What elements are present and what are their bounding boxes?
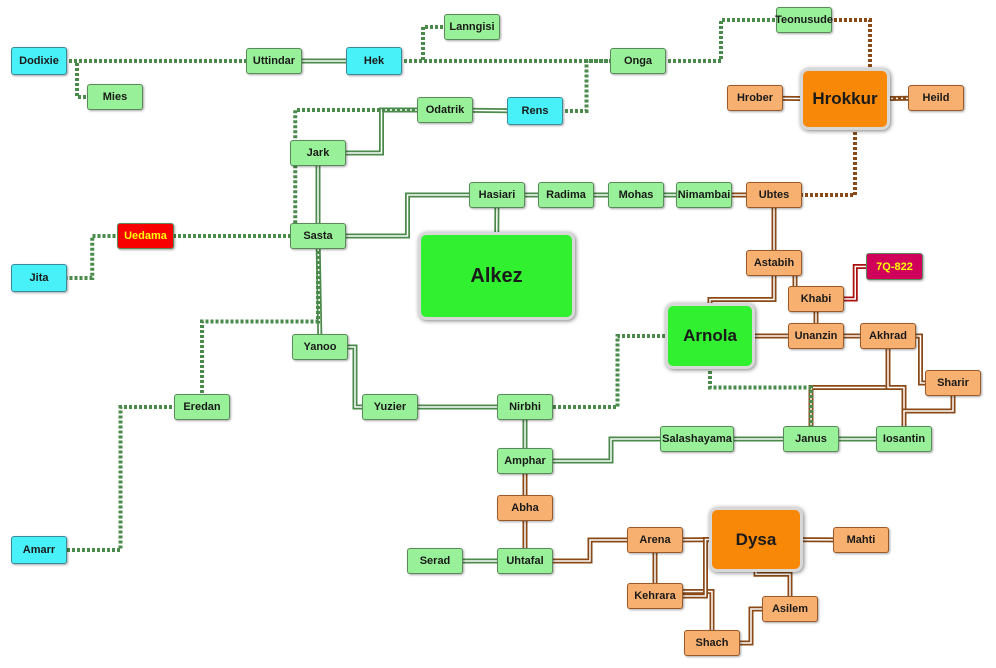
- system-lanngisi[interactable]: Lanngisi: [444, 14, 500, 40]
- system-uhtafal[interactable]: Uhtafal: [497, 548, 553, 574]
- system-sasta[interactable]: Sasta: [290, 223, 346, 249]
- system-yanoo[interactable]: Yanoo: [292, 334, 348, 360]
- system-mohas[interactable]: Mohas: [608, 182, 664, 208]
- system-akhrad[interactable]: Akhrad: [860, 323, 916, 349]
- link-core-akhrad-janus: [810, 336, 889, 439]
- system-arnola[interactable]: Arnola: [665, 303, 755, 369]
- system-eredan[interactable]: Eredan: [174, 394, 230, 420]
- system-astabih[interactable]: Astabih: [746, 250, 802, 276]
- system-dodixie[interactable]: Dodixie: [11, 47, 67, 75]
- system-teonusude[interactable]: Teonusude: [775, 7, 833, 33]
- link-sasta-eredan: [200, 236, 320, 407]
- system-asilem[interactable]: Asilem: [762, 596, 818, 622]
- system-hek[interactable]: Hek: [346, 47, 402, 75]
- system-7q822[interactable]: 7Q-822: [866, 253, 923, 280]
- system-arena[interactable]: Arena: [627, 527, 683, 553]
- system-abha[interactable]: Abha: [497, 495, 553, 521]
- link-heild-ubtes: [774, 96, 936, 197]
- system-shach[interactable]: Shach: [684, 630, 740, 656]
- system-sharir[interactable]: Sharir: [925, 370, 981, 396]
- system-dysa[interactable]: Dysa: [709, 507, 803, 572]
- system-nirbhi[interactable]: Nirbhi: [497, 394, 553, 420]
- system-iosantin[interactable]: Iosantin: [876, 426, 932, 452]
- system-nimambai[interactable]: Nimambai: [676, 182, 732, 208]
- system-khabi[interactable]: Khabi: [788, 286, 844, 312]
- link-core-amphar-salashayama: [525, 438, 697, 462]
- system-amarr[interactable]: Amarr: [11, 536, 67, 564]
- link-core-uhtafal-arena: [525, 539, 655, 562]
- system-serad[interactable]: Serad: [407, 548, 463, 574]
- system-radima[interactable]: Radima: [538, 182, 594, 208]
- system-salashayama[interactable]: Salashayama: [660, 426, 734, 452]
- system-odatrik[interactable]: Odatrik: [417, 97, 473, 123]
- system-rens[interactable]: Rens: [507, 97, 563, 125]
- link-core-arena-shach: [654, 540, 713, 643]
- link-core-sasta-hasiari: [318, 194, 497, 237]
- system-kehrara[interactable]: Kehrara: [627, 583, 683, 609]
- link-arnola-nirbhi: [525, 334, 710, 409]
- link-eredan-amarr: [39, 405, 202, 552]
- link-core-sharir-iosantin: [903, 383, 954, 439]
- system-jita[interactable]: Jita: [11, 264, 67, 292]
- system-uedama[interactable]: Uedama: [117, 223, 174, 249]
- system-yuzier[interactable]: Yuzier: [362, 394, 418, 420]
- system-ubtes[interactable]: Ubtes: [746, 182, 802, 208]
- link-onga-teonusude: [638, 18, 804, 63]
- system-unanzin[interactable]: Unanzin: [788, 323, 844, 349]
- system-uttindar[interactable]: Uttindar: [246, 48, 302, 74]
- system-mies[interactable]: Mies: [87, 84, 143, 110]
- system-hrokkur[interactable]: Hrokkur: [800, 68, 890, 130]
- system-heild[interactable]: Heild: [908, 85, 964, 111]
- system-amphar[interactable]: Amphar: [497, 448, 553, 474]
- system-janus[interactable]: Janus: [783, 426, 839, 452]
- system-mahti[interactable]: Mahti: [833, 527, 889, 553]
- system-onga[interactable]: Onga: [610, 48, 666, 74]
- system-jark[interactable]: Jark: [290, 140, 346, 166]
- link-odatrik-uedama: [145, 108, 445, 238]
- system-hrober[interactable]: Hrober: [727, 85, 783, 111]
- system-hasiari[interactable]: Hasiari: [469, 182, 525, 208]
- system-alkez[interactable]: Alkez: [418, 232, 575, 320]
